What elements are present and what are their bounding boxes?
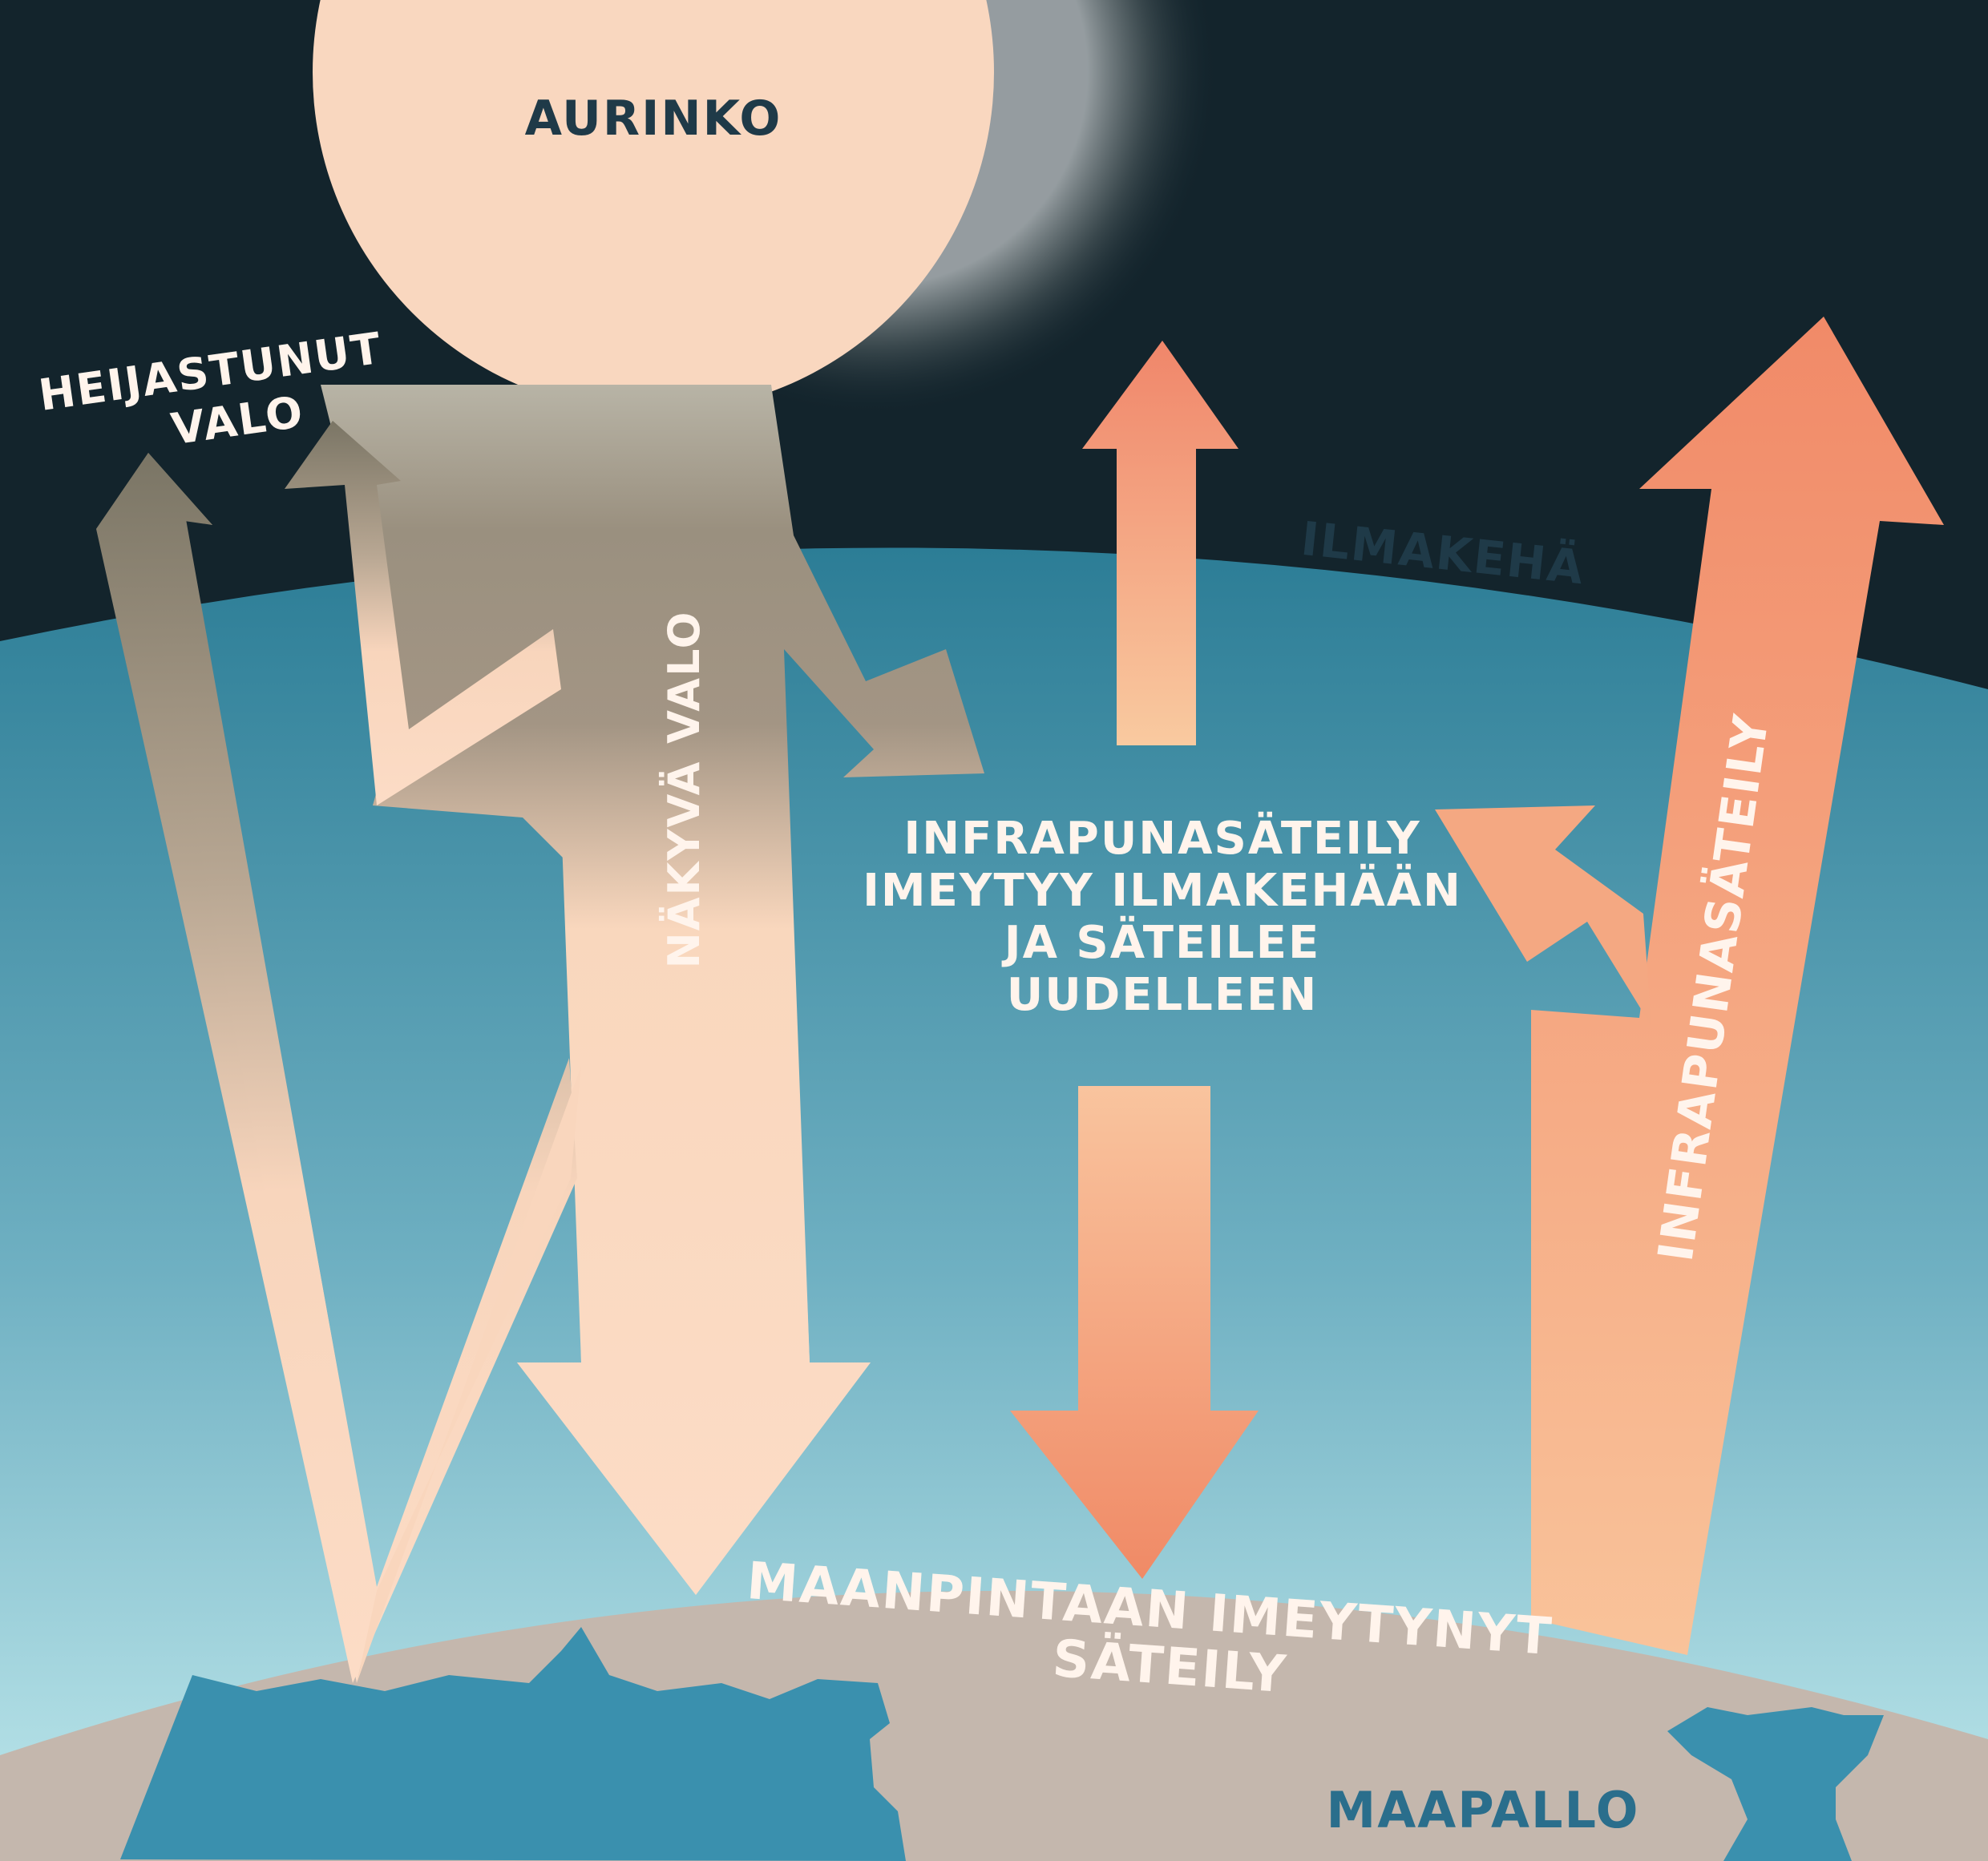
sun-label: AURINKO bbox=[525, 91, 782, 147]
absorbed-label-line4: UUDELLEEN bbox=[1007, 969, 1318, 1021]
absorbed-label-line1: INFRAPUNASÄTEILY bbox=[903, 813, 1420, 865]
earth-label: MAAPALLO bbox=[1327, 1781, 1640, 1839]
absorbed-label-line2: IMEYTYY ILMAKEHÄÄN bbox=[863, 865, 1462, 917]
visible-light-label: NÄKYVÄ VALO bbox=[659, 611, 709, 969]
absorbed-label-line3: JA SÄTEILEE bbox=[1001, 917, 1320, 969]
